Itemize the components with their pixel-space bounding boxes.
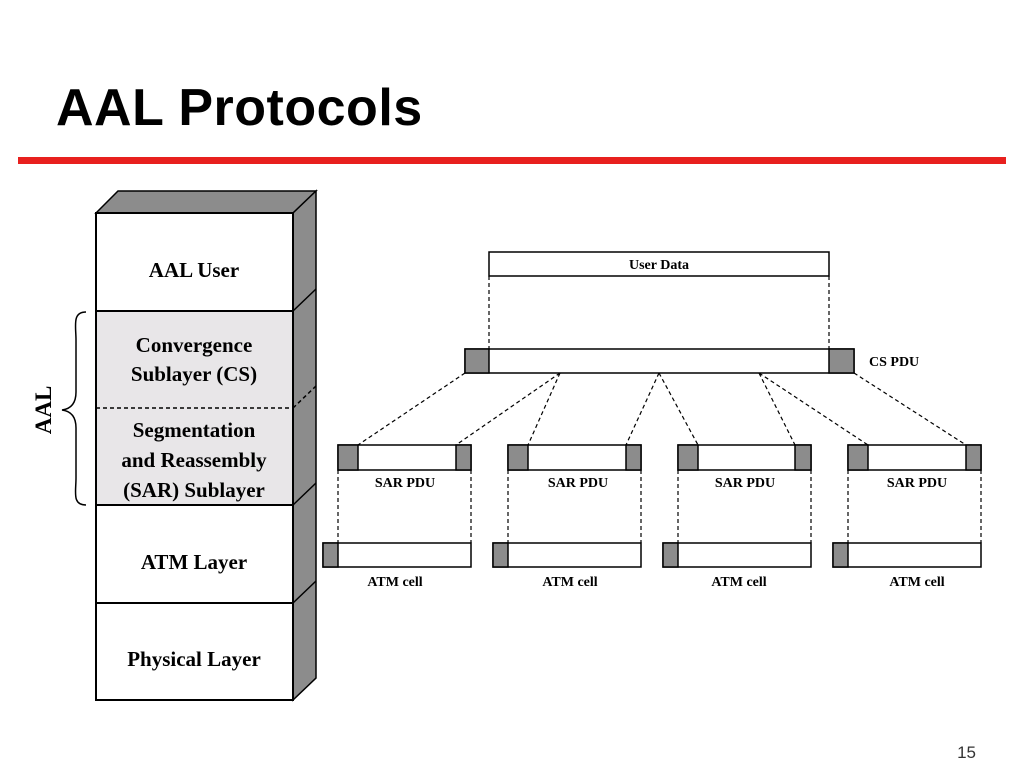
pdu-diagram: User Data CS PDU SAR PDU SAR PDU	[322, 251, 982, 590]
atm-cell-box	[492, 542, 642, 568]
sar-pdu-2: SAR PDU	[507, 444, 642, 491]
sar-pdu-3: SAR PDU	[677, 444, 812, 491]
atm-cell-label: ATM cell	[367, 575, 422, 590]
title-rule	[18, 157, 1006, 164]
side-edge	[292, 288, 317, 312]
layer-label-sar: (SAR) Sublayer	[123, 478, 265, 502]
stack-front-face	[95, 212, 294, 701]
atm-cell-header	[492, 542, 509, 568]
stack-top-face	[94, 190, 318, 214]
sar-pdu-trailer	[455, 444, 472, 471]
layer-label-cs: Sublayer (CS)	[131, 362, 257, 386]
atm-cell-box	[832, 542, 982, 568]
layer-label-aal-user: AAL User	[149, 258, 239, 282]
fan-out-line	[758, 372, 869, 446]
fan-out-line	[658, 372, 699, 446]
atm-cell-3: ATM cell	[662, 542, 812, 590]
atm-cell-header	[662, 542, 679, 568]
side-edge	[292, 482, 317, 506]
atm-cell-4: ATM cell	[832, 542, 982, 590]
sar-pdu-label: SAR PDU	[715, 476, 775, 491]
fan-out-line	[853, 372, 967, 446]
cs-pdu-label: CS PDU	[869, 355, 919, 370]
atm-cell-box	[322, 542, 472, 568]
fan-out-line	[625, 372, 660, 446]
sar-pdu-box	[507, 444, 642, 471]
sar-pdu-label: SAR PDU	[375, 476, 435, 491]
sar-pdu-trailer	[794, 444, 812, 471]
fan-out-line	[758, 372, 796, 446]
atm-cell-header	[322, 542, 339, 568]
fan-out-line	[455, 372, 561, 446]
sar-pdu-label: SAR PDU	[548, 476, 608, 491]
fan-out-line	[357, 372, 466, 446]
stack-side-face	[292, 189, 317, 702]
atm-cell-1: ATM cell	[322, 542, 472, 590]
side-edge	[292, 580, 317, 604]
atm-cell-header	[832, 542, 849, 568]
atm-cell-label: ATM cell	[711, 575, 766, 590]
protocol-stack: AAL User Convergence Sublayer (CS) Segme…	[94, 189, 318, 702]
layer-label-sar: Segmentation	[133, 418, 256, 442]
cs-pdu-header	[464, 348, 490, 374]
layer-label-sar: and Reassembly	[121, 448, 267, 472]
atm-cell-2: ATM cell	[492, 542, 642, 590]
aal-label: AAL	[31, 386, 56, 435]
layer-label-physical: Physical Layer	[127, 647, 261, 671]
user-data-box	[488, 251, 830, 277]
sar-pdu-header	[677, 444, 699, 471]
fan-out-line	[527, 372, 561, 446]
sar-pdu-box	[847, 444, 982, 471]
slide-title: AAL Protocols	[56, 79, 423, 137]
user-data-label: User Data	[629, 258, 689, 273]
sar-pdu-trailer	[965, 444, 982, 471]
sar-pdu-trailer	[625, 444, 642, 471]
sar-pdu-box	[677, 444, 812, 471]
sar-pdu-header	[507, 444, 529, 471]
sar-pdu-4: SAR PDU	[847, 444, 982, 491]
layer-label-atm: ATM Layer	[141, 550, 247, 574]
sar-pdu-header	[847, 444, 869, 471]
atm-cell-label: ATM cell	[889, 575, 944, 590]
layer-label-cs: Convergence	[136, 333, 253, 357]
curly-brace	[61, 311, 87, 506]
cs-pdu-box	[464, 348, 855, 374]
atm-cell-box	[662, 542, 812, 568]
cs-pdu-trailer	[828, 348, 855, 374]
aal-bracket: AAL	[31, 311, 87, 506]
page-number: 15	[957, 743, 976, 762]
sar-pdu-label: SAR PDU	[887, 476, 947, 491]
side-edge-dashed	[292, 385, 317, 409]
sar-pdu-header	[337, 444, 359, 471]
sar-pdu-1: SAR PDU	[337, 444, 472, 491]
atm-cell-label: ATM cell	[542, 575, 597, 590]
